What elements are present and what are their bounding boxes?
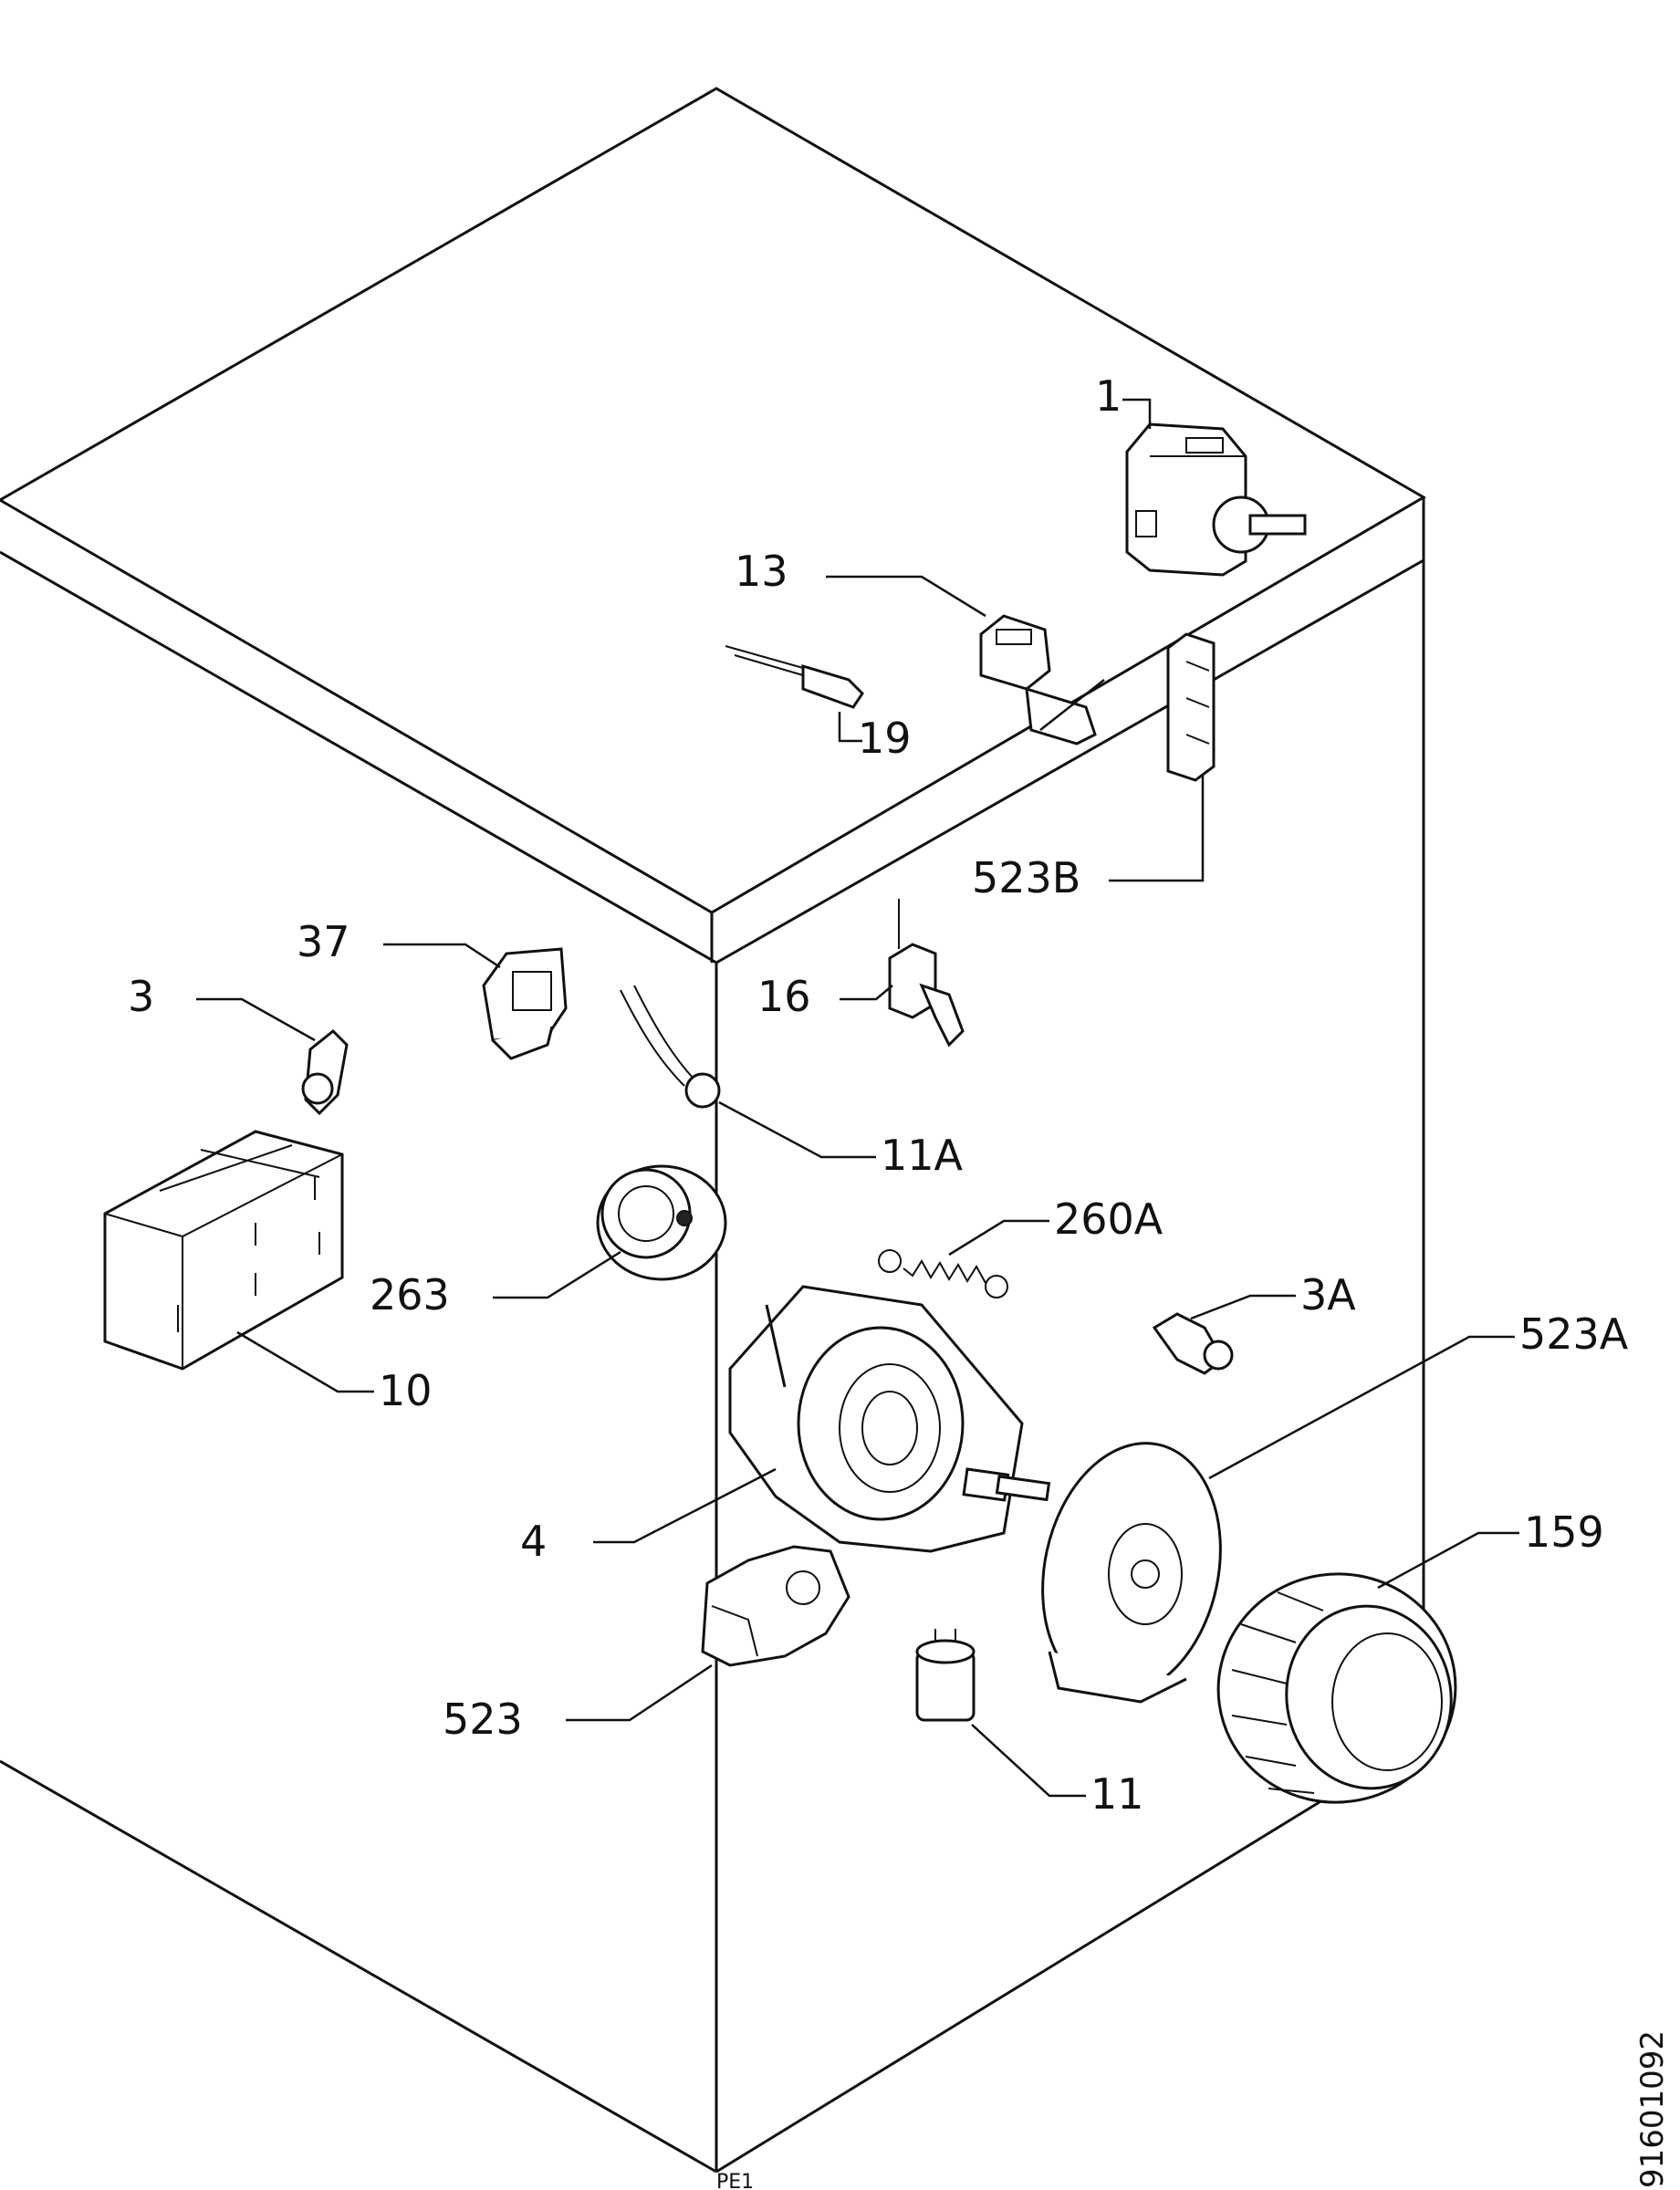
label-11: 11 [1090, 1769, 1144, 1819]
part-1-selector-switch [1122, 398, 1307, 577]
side-code: 91601092 [1634, 2030, 1671, 2188]
part-11a-suppressor [620, 985, 876, 1159]
part-523a-fan-housing [1041, 1335, 1515, 1704]
label-13: 13 [735, 547, 788, 596]
label-1: 1 [1095, 371, 1122, 421]
label-10: 10 [379, 1366, 433, 1415]
part-19-probe [725, 645, 864, 743]
label-260a: 260A [1054, 1194, 1163, 1244]
label-16: 16 [757, 972, 811, 1021]
label-19: 19 [858, 714, 912, 763]
cabinet-outline [0, 87, 1426, 2174]
part-16-microswitch [840, 899, 965, 1048]
label-37: 37 [297, 917, 350, 966]
part-3-lever [196, 997, 349, 1116]
label-3: 3 [128, 972, 154, 1021]
part-260a-spring [878, 1219, 1049, 1298]
corner-mark: PE1 [716, 2171, 754, 2190]
label-159: 159 [1524, 1507, 1604, 1557]
part-523-bracket [566, 1545, 850, 1722]
part-263-pulley [493, 1164, 727, 1299]
label-523b: 523B [972, 853, 1080, 902]
label-4: 4 [520, 1517, 547, 1566]
label-263: 263 [370, 1270, 450, 1319]
label-523: 523 [443, 1695, 523, 1744]
part-37-timer-module [383, 943, 568, 1060]
part-3a-sensor [1152, 1294, 1296, 1375]
label-3a: 3A [1300, 1270, 1356, 1319]
part-10-filter-box [103, 1130, 374, 1393]
part-11-capacitor [915, 1629, 1086, 1798]
part-13-connector [826, 575, 1105, 746]
label-523a: 523A [1519, 1309, 1629, 1359]
part-4-motor [593, 1285, 1051, 1553]
label-11a: 11A [881, 1131, 964, 1180]
part-159-fan-wheel [1216, 1531, 1519, 1804]
part-523b-bracket [1109, 632, 1216, 882]
